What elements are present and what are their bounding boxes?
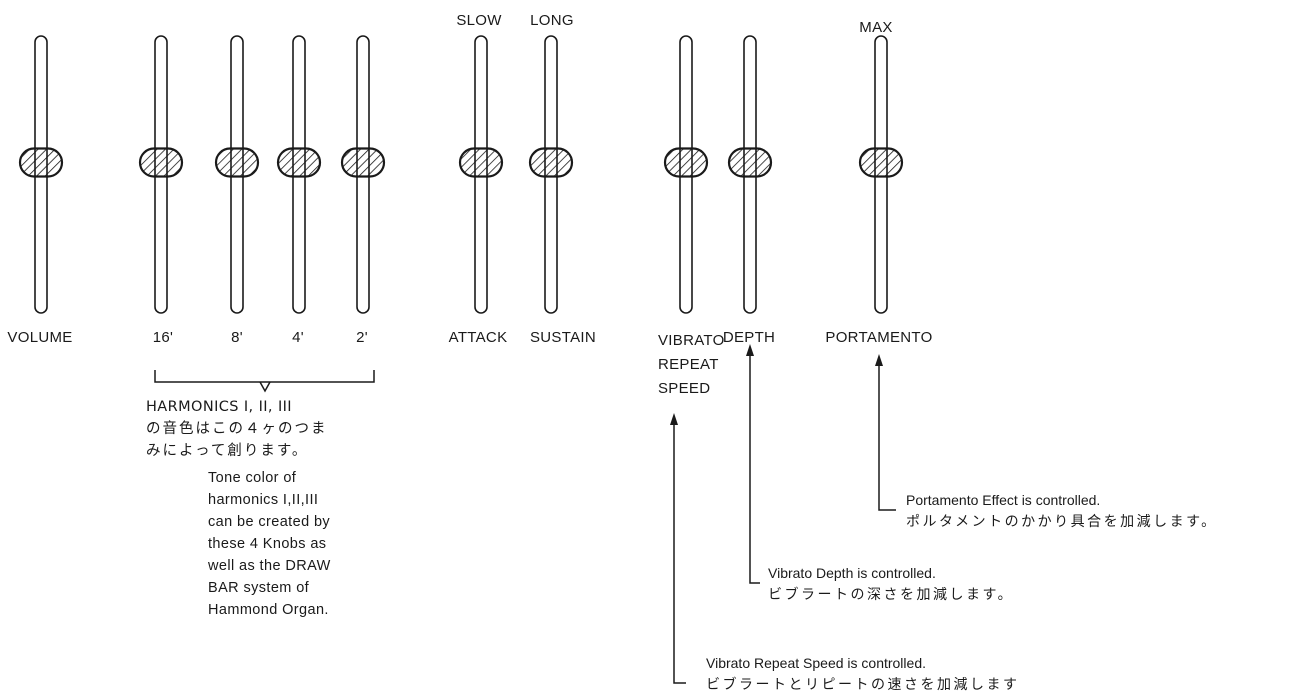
harmonics-bracket-tip	[259, 381, 271, 393]
depth-description-ja: ビブラートの深さを加減します。	[768, 587, 1015, 603]
vibrato-speed-description-ja: ビブラートとリピートの速さを加減します	[706, 677, 1020, 693]
harmonics-note-en: Tone color of harmonics I,II,III can be …	[208, 467, 331, 621]
slider-knob-harm-8[interactable]	[214, 147, 260, 178]
harmonics-note-line-3: みによって創ります。	[146, 443, 309, 459]
sustain-top-label: LONG	[530, 12, 574, 29]
slider-volume[interactable]	[18, 35, 64, 314]
tone-line-6: BAR system of	[208, 580, 310, 596]
depth-description-en: Vibrato Depth is controlled.	[768, 565, 936, 581]
vibrato-speed-description: Vibrato Repeat Speed is controlled. ビブラー…	[706, 652, 1020, 696]
slider-sustain[interactable]	[528, 35, 574, 314]
vibrato-speed-pointer	[673, 423, 686, 684]
slider-portamento[interactable]	[858, 35, 904, 314]
portamento-arrowhead	[875, 354, 883, 366]
slider-harm-4[interactable]	[276, 35, 322, 314]
harmonics-bracket	[154, 370, 375, 383]
vibrato-speed-label: VIBRATO REPEAT SPEED	[658, 329, 725, 401]
slider-knob-depth[interactable]	[727, 147, 773, 178]
harmonics-note-line-2: の音色はこの４ヶのつま	[146, 421, 328, 437]
harmonic-16-label: 16'	[152, 329, 174, 346]
depth-arrowhead	[746, 344, 754, 356]
harmonics-note-ja: HARMONICS I, II, III の音色はこの４ヶのつま みによって創り…	[146, 396, 328, 462]
harmonic-4-label: 4'	[292, 329, 304, 346]
vibrato-label-line-1: VIBRATO	[658, 332, 725, 349]
slider-harm-2[interactable]	[340, 35, 386, 314]
portamento-description-ja: ポルタメントのかかり具合を加減します。	[906, 514, 1218, 530]
slider-harm-16[interactable]	[138, 35, 184, 314]
slider-attack[interactable]	[458, 35, 504, 314]
tone-line-3: can be created by	[208, 514, 331, 530]
portamento-description-en: Portamento Effect is controlled.	[906, 492, 1101, 508]
portamento-label: PORTAMENTO	[825, 329, 933, 346]
slider-knob-volume[interactable]	[18, 147, 64, 178]
sustain-label: SUSTAIN	[530, 329, 596, 346]
vibrato-speed-description-en: Vibrato Repeat Speed is controlled.	[706, 655, 926, 671]
attack-label: ATTACK	[448, 329, 508, 346]
tone-line-7: Hammond Organ.	[208, 602, 329, 618]
slider-knob-harm-4[interactable]	[276, 147, 322, 178]
depth-description: Vibrato Depth is controlled. ビブラートの深さを加減…	[768, 562, 1014, 606]
harmonics-note-line-1: HARMONICS I, II, III	[146, 399, 292, 415]
tone-line-1: Tone color of	[208, 470, 297, 486]
vibrato-speed-arrowhead	[670, 413, 678, 425]
depth-label: DEPTH	[722, 329, 776, 346]
slider-knob-attack[interactable]	[458, 147, 504, 178]
volume-label: VOLUME	[7, 329, 73, 346]
vibrato-label-line-3: SPEED	[658, 380, 711, 397]
slider-knob-harm-16[interactable]	[138, 147, 184, 178]
vibrato-label-line-2: REPEAT	[658, 356, 719, 373]
slider-knob-portamento[interactable]	[858, 147, 904, 178]
attack-top-label: SLOW	[456, 12, 502, 29]
tone-line-5: well as the DRAW	[208, 558, 331, 574]
slider-knob-vibrato-speed[interactable]	[663, 147, 709, 178]
slider-harm-8[interactable]	[214, 35, 260, 314]
portamento-top-label: MAX	[859, 19, 893, 36]
slider-depth[interactable]	[727, 35, 773, 314]
harmonic-2-label: 2'	[356, 329, 368, 346]
harmonic-8-label: 8'	[231, 329, 243, 346]
tone-line-4: these 4 Knobs as	[208, 536, 327, 552]
portamento-description: Portamento Effect is controlled. ポルタメントの…	[906, 489, 1218, 533]
depth-pointer	[749, 354, 760, 584]
slider-vibrato-speed[interactable]	[663, 35, 709, 314]
slider-knob-harm-2[interactable]	[340, 147, 386, 178]
tone-line-2: harmonics I,II,III	[208, 492, 319, 508]
portamento-pointer	[878, 364, 896, 511]
slider-knob-sustain[interactable]	[528, 147, 574, 178]
